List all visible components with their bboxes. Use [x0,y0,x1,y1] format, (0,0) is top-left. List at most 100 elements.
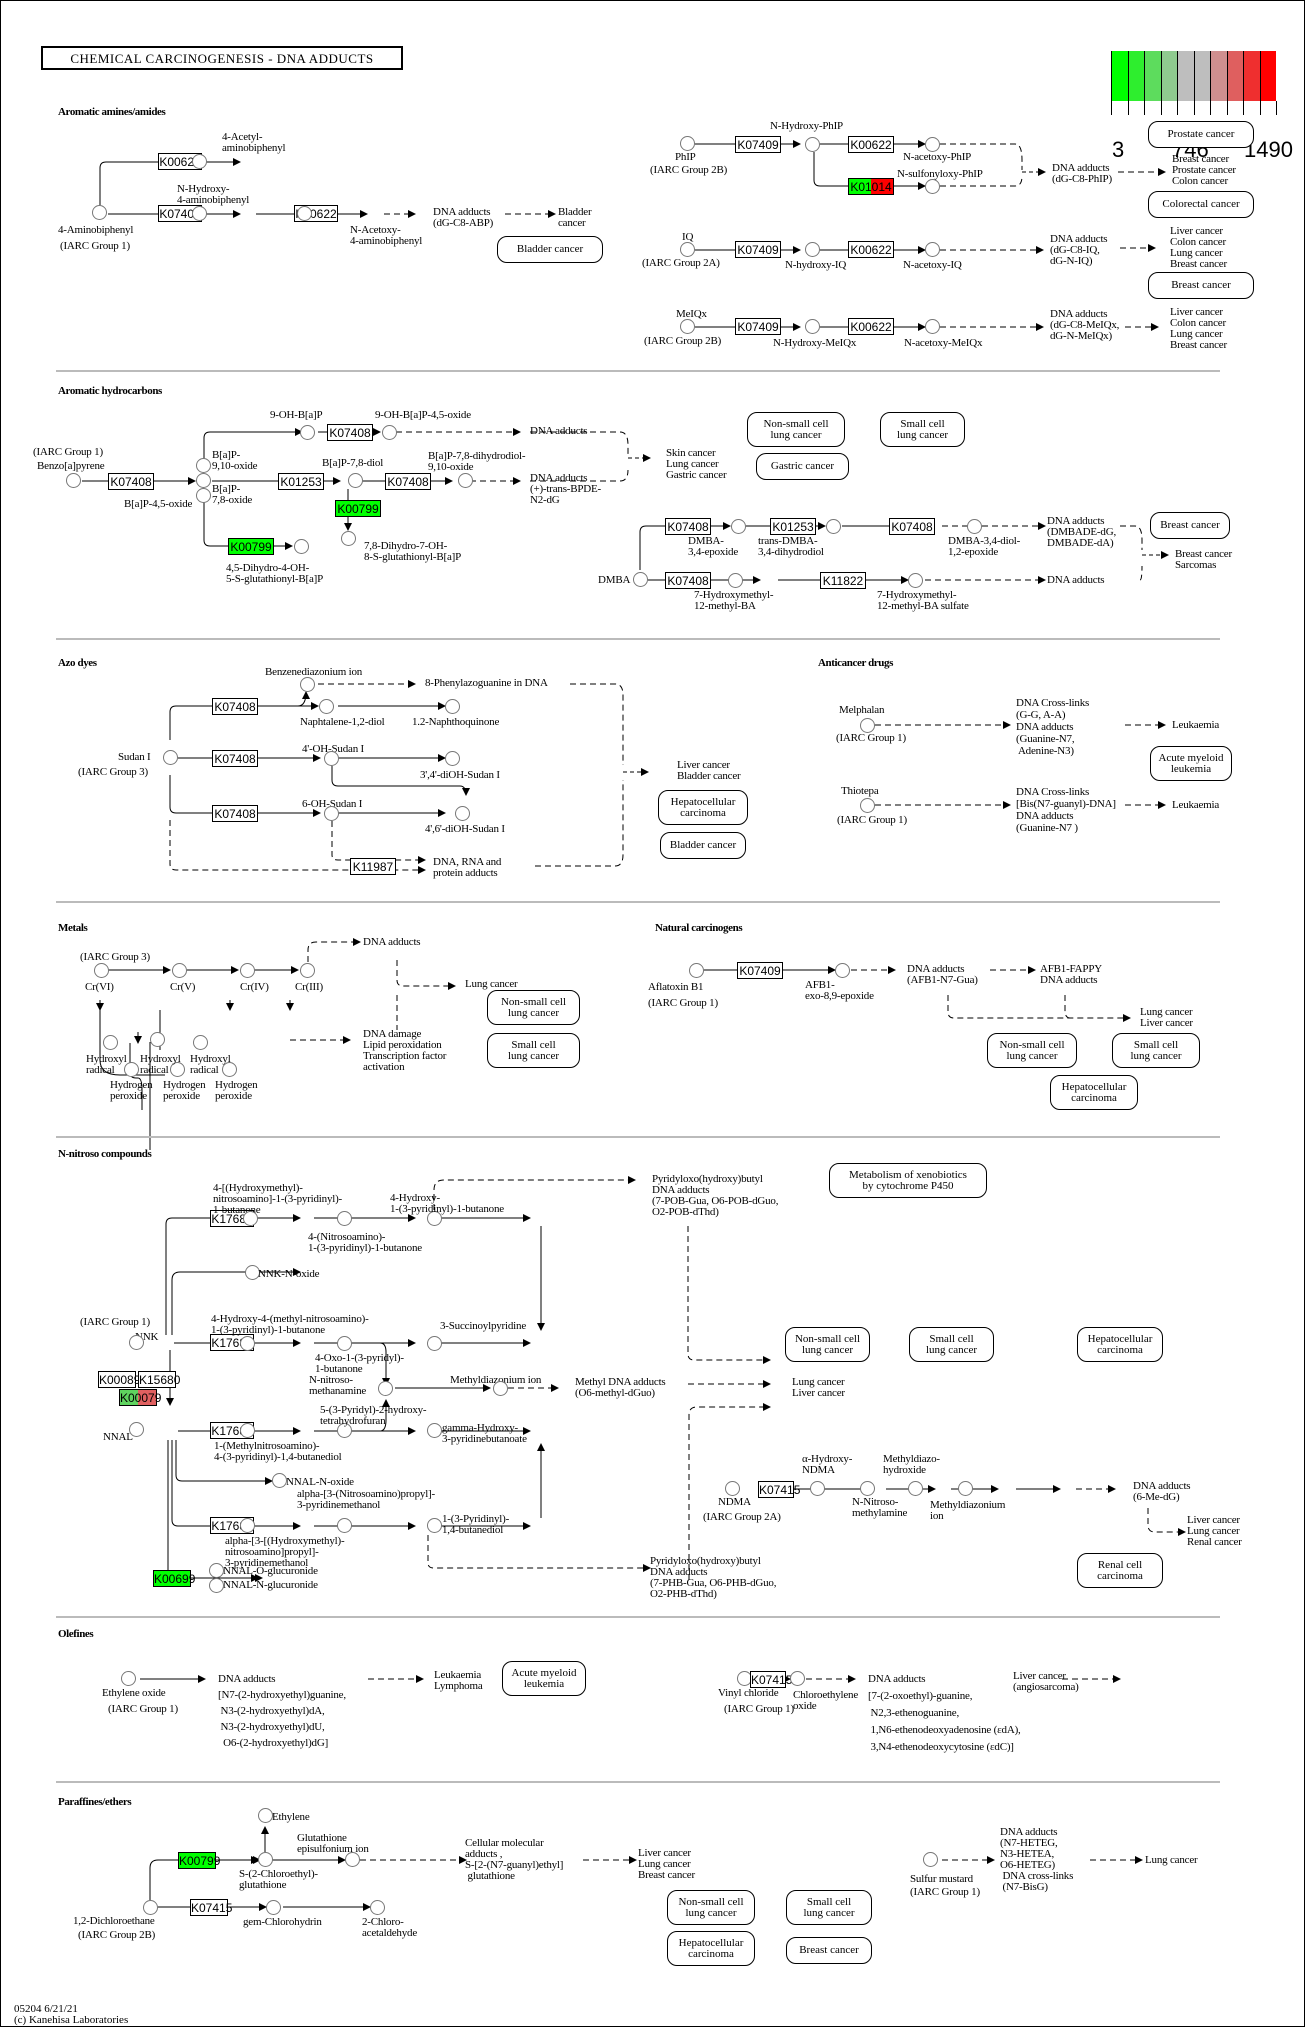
map-link-hcc[interactable]: Hepatocellular carcinoma [1077,1327,1163,1362]
compound-node[interactable] [209,1578,224,1593]
compound-node[interactable] [908,573,923,588]
compound-node[interactable] [222,1062,237,1077]
ko-box-K07408[interactable]: K07408 [212,805,258,822]
compound-node[interactable] [835,963,850,978]
compound-node[interactable] [240,963,255,978]
map-link-nsclc[interactable]: Non-small cell lung cancer [667,1890,755,1925]
compound-node[interactable] [731,519,746,534]
compound-node[interactable] [680,319,695,334]
ko-box-K01253[interactable]: K01253 [278,473,324,490]
compound-node[interactable] [455,806,470,821]
map-link-bladder-cancer[interactable]: Bladder cancer [660,832,746,859]
compound-node[interactable] [163,750,178,765]
map-link-breast-cancer[interactable]: Breast cancer [1150,512,1230,539]
map-link-sclc[interactable]: Small cell lung cancer [786,1890,872,1925]
compound-node[interactable] [427,1211,442,1226]
compound-node[interactable] [92,205,107,220]
compound-node[interactable] [150,1032,165,1047]
map-link-aml[interactable]: Acute myeloid leukemia [502,1661,586,1696]
compound-node[interactable] [170,1062,185,1077]
map-link-nsclc[interactable]: Non-small cell lung cancer [487,990,580,1025]
compound-node[interactable] [196,458,211,473]
compound-node[interactable] [258,1808,273,1823]
map-link-aml[interactable]: Acute myeloid leukemia [1150,746,1232,781]
compound-node[interactable] [860,1481,875,1496]
compound-node[interactable] [337,1423,352,1438]
compound-node[interactable] [294,539,309,554]
compound-node[interactable] [266,1900,281,1915]
ko-box-K00622[interactable]: K00622 [158,153,202,170]
compound-node[interactable] [300,425,315,440]
map-link-hcc[interactable]: Hepatocellular carcinoma [658,790,748,825]
compound-node[interactable] [427,1423,442,1438]
compound-node[interactable] [192,154,207,169]
ko-box-K07409[interactable]: K07409 [735,241,781,258]
compound-node[interactable] [967,519,982,534]
compound-node[interactable] [258,1852,273,1867]
compound-node[interactable] [337,1211,352,1226]
compound-node[interactable] [958,1481,973,1496]
map-link-gastric-cancer[interactable]: Gastric cancer [756,453,849,480]
ko-box-K00799[interactable]: K00799 [228,538,274,555]
compound-node[interactable] [445,699,460,714]
ko-box-K07408[interactable]: K07408 [665,572,711,589]
map-link-xenobiotics-p450[interactable]: Metabolism of xenobiotics by cytochrome … [829,1163,987,1198]
map-link-nsclc[interactable]: Non-small cell lung cancer [987,1033,1077,1068]
ko-box-K11822[interactable]: K11822 [820,572,866,589]
compound-node[interactable] [193,1035,208,1050]
ko-box-K01253[interactable]: K01253 [770,518,816,535]
compound-node[interactable] [192,206,207,221]
ko-box-K07409[interactable]: K07409 [737,962,783,979]
map-link-hcc[interactable]: Hepatocellular carcinoma [667,1931,755,1966]
compound-node[interactable] [445,751,460,766]
ko-box-K01014[interactable]: K01014 [848,178,894,195]
ko-box-K07408[interactable]: K07408 [665,518,711,535]
compound-node[interactable] [324,806,339,821]
ko-box-K07409[interactable]: K07409 [735,136,781,153]
compound-node[interactable] [689,963,704,978]
compound-node[interactable] [860,718,875,733]
compound-node[interactable] [680,242,695,257]
compound-node[interactable] [458,473,473,488]
compound-node[interactable] [925,319,940,334]
compound-node[interactable] [319,699,334,714]
ko-box-K07408[interactable]: K07408 [212,750,258,767]
map-link-rcc[interactable]: Renal cell carcinoma [1077,1553,1163,1588]
compound-node[interactable] [124,1062,139,1077]
compound-node[interactable] [925,179,940,194]
compound-node[interactable] [810,1481,825,1496]
compound-node[interactable] [427,1336,442,1351]
compound-node[interactable] [725,1481,740,1496]
ko-box-K00622[interactable]: K00622 [848,241,894,258]
compound-node[interactable] [493,1381,508,1396]
compound-node[interactable] [378,1381,393,1396]
ko-box-K07408[interactable]: K07408 [212,698,258,715]
ko-box-K07415[interactable]: K07415 [750,1671,793,1688]
ko-box-K07408[interactable]: K07408 [108,473,154,490]
compound-node[interactable] [680,136,695,151]
ko-box-K17683[interactable]: K17683 [210,1210,254,1227]
compound-node[interactable] [728,573,743,588]
map-link-nsclc[interactable]: Non-small cell lung cancer [785,1327,870,1362]
compound-node[interactable] [341,531,356,546]
compound-node[interactable] [94,963,109,978]
map-link-nsclc[interactable]: Non-small cell lung cancer [747,412,845,447]
compound-node[interactable] [370,1900,385,1915]
map-link-hcc[interactable]: Hepatocellular carcinoma [1050,1075,1138,1110]
map-link-sclc[interactable]: Small cell lung cancer [1112,1033,1200,1068]
compound-node[interactable] [272,1473,287,1488]
compound-node[interactable] [245,1265,260,1280]
ko-box-K00622[interactable]: K00622 [848,318,894,335]
compound-node[interactable] [324,751,339,766]
ko-box-K07408[interactable]: K07408 [327,424,373,441]
compound-node[interactable] [66,473,81,488]
compound-node[interactable] [129,1422,144,1437]
compound-node[interactable] [805,137,820,152]
ko-box-K11987[interactable]: K11987 [350,858,396,875]
compound-node[interactable] [143,1900,158,1915]
ko-box-K07409[interactable]: K07409 [735,318,781,335]
map-link-prostate-cancer[interactable]: Prostate cancer [1148,121,1254,148]
ko-box-K07408[interactable]: K07408 [385,473,431,490]
compound-node[interactable] [129,1335,144,1350]
compound-node[interactable] [925,242,940,257]
